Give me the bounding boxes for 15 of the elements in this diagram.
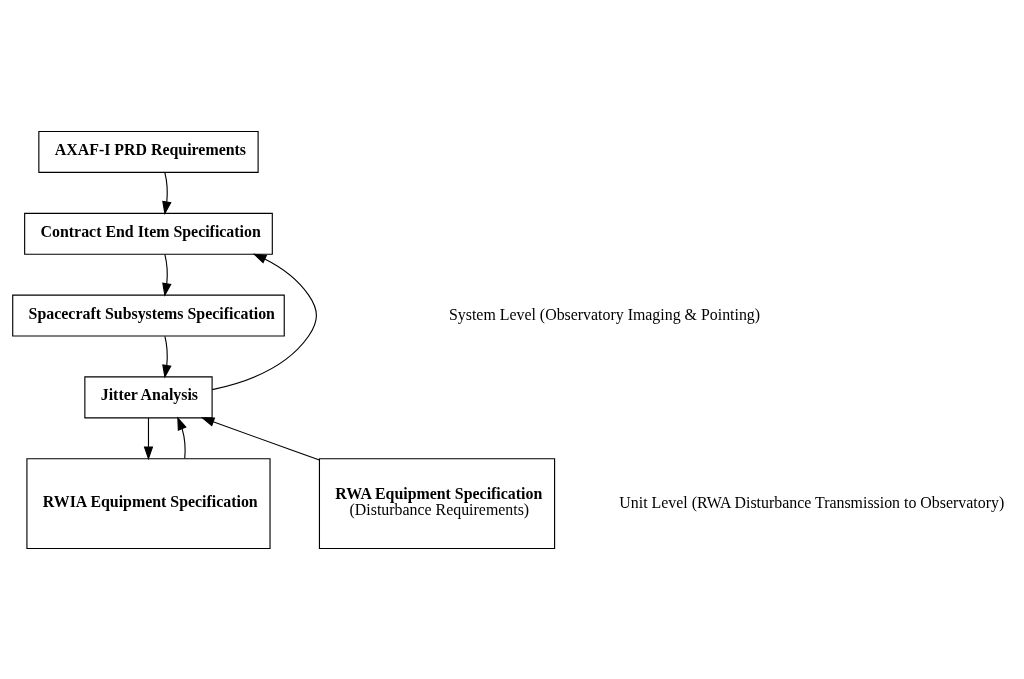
- node-box: Contract End Item Specification: [24, 212, 273, 255]
- node-box: Jitter Analysis: [84, 375, 213, 418]
- arrow: [162, 335, 172, 378]
- arrow: [211, 253, 317, 390]
- arrow: [177, 415, 187, 459]
- node-box: RWA Equipment Specification (Disturbance Requirements): [318, 457, 556, 549]
- label: Unit Level (RWA Disturbance Transmission to Observatory): [619, 493, 1005, 511]
- arrow: [200, 416, 320, 461]
- arrow: [162, 171, 172, 215]
- arrow: [143, 417, 154, 460]
- label: System Level (Observatory Imaging & Pointing): [448, 305, 761, 323]
- node-box: AXAF-I PRD Requirements: [38, 130, 259, 173]
- node-box: Spacecraft Subsystems Specification: [12, 294, 285, 337]
- arrow: [162, 253, 172, 297]
- node-box: RWIA Equipment Specification: [26, 457, 271, 549]
